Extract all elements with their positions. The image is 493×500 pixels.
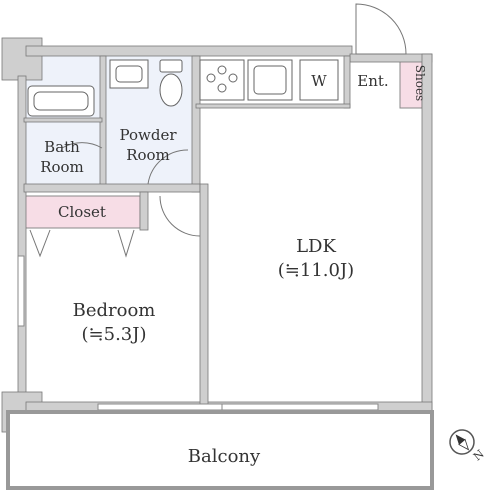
- washer-label: W: [311, 72, 327, 90]
- bedroom-size-label: (≒5.3J): [82, 324, 147, 345]
- interior-walls: [23, 55, 351, 407]
- washer-space: [299, 59, 339, 101]
- toilet-icon: [159, 59, 183, 107]
- ldk-size-label: (≒11.0J): [278, 260, 354, 281]
- ldk-label: LDK: [296, 236, 336, 257]
- entrance-label: Ent.: [357, 72, 388, 90]
- bath-room-label-line2: Room: [40, 158, 84, 176]
- balcony-area: [6, 410, 434, 490]
- bedroom-label: Bedroom: [73, 300, 156, 321]
- stove-icon: [199, 59, 245, 101]
- washbasin-icon: [109, 59, 149, 89]
- door-swings: [29, 3, 407, 258]
- balcony-label: Balcony: [188, 446, 261, 467]
- powder-room-label-line2: Room: [126, 146, 170, 164]
- powder-room-label-line1: Powder: [119, 126, 177, 144]
- bath-room-label-line1: Bath: [44, 138, 80, 156]
- compass-icon: [449, 429, 475, 455]
- closet-label: Closet: [58, 203, 106, 221]
- shoes-label: Shoes: [413, 65, 427, 101]
- kitchen-sink-icon: [247, 59, 293, 101]
- compass-north-label: N: [471, 447, 487, 463]
- bathtub-icon: [27, 85, 95, 117]
